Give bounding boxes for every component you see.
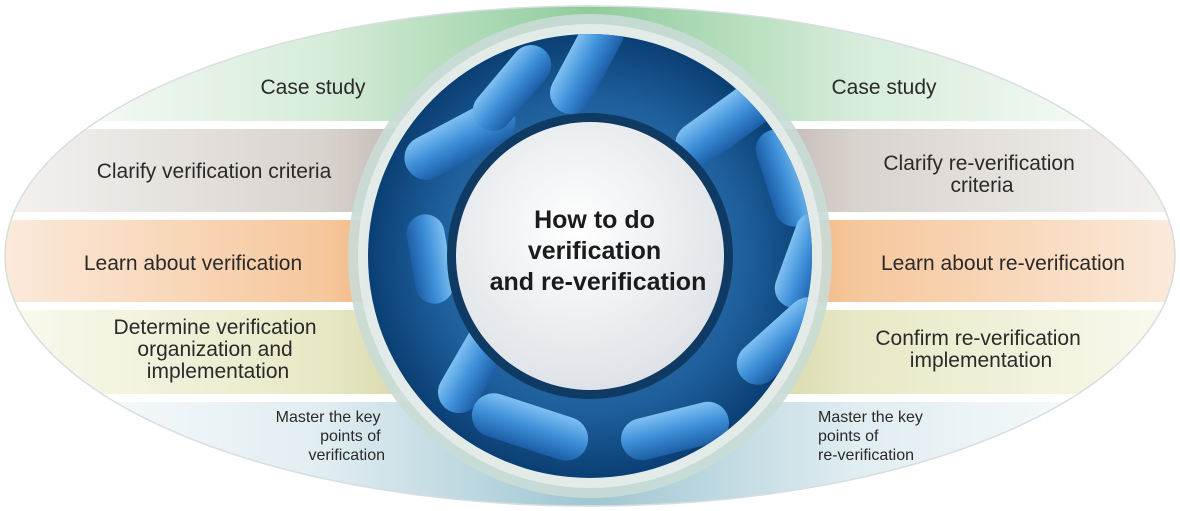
center-circle — [456, 122, 724, 390]
bacteria-rod — [755, 129, 812, 227]
right-label-case-study: Case study — [831, 76, 937, 99]
bacteria-rod — [621, 401, 729, 461]
bacteria-rod — [774, 211, 812, 309]
bacteria-rod — [550, 34, 624, 115]
right-label-master: Master the key points of re-verification — [818, 409, 927, 464]
right-label-learn: Learn about re-verification — [881, 252, 1125, 275]
left-label-clarify: Clarify verification criteria — [97, 160, 332, 183]
center-title-line: and re-verification — [490, 268, 707, 296]
ellipse-outline — [4, 5, 1176, 507]
bacteria-rod — [472, 45, 552, 131]
left-label-learn: Learn about verification — [84, 252, 302, 275]
right-label-confirm: Confirm re-verification implementation — [875, 327, 1086, 372]
center-title-line: How to do — [534, 206, 655, 234]
right-label-clarify: Clarify re-verification criteria — [883, 152, 1080, 197]
center-title-line: verification — [528, 237, 661, 265]
left-label-master: Master the key points of verification — [276, 409, 385, 464]
center-title: How to do verification and re-verificati… — [490, 206, 707, 296]
left-label-case-study: Case study — [260, 76, 366, 99]
bacteria-rod — [471, 393, 589, 461]
bacteria-rod — [406, 214, 454, 304]
left-label-determine: Determine verification organization and … — [114, 316, 323, 383]
